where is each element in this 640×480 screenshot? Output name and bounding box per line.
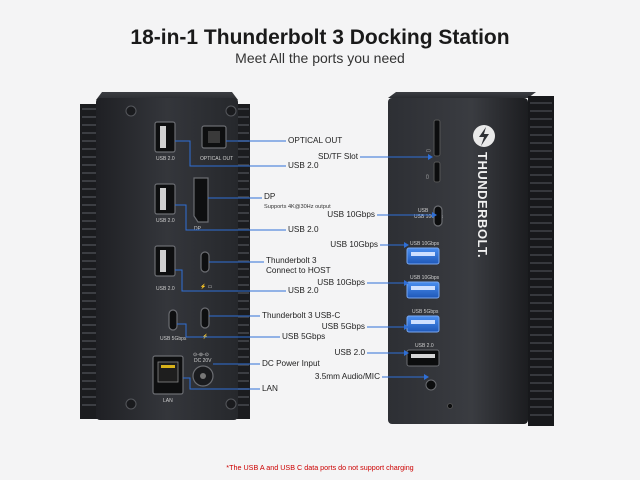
back-print-usb20-3: USB 2.0 (156, 286, 175, 292)
svg-text:⚡ ▭: ⚡ ▭ (200, 283, 213, 290)
footnote: *The USB A and USB C data ports do not s… (226, 463, 414, 472)
label-usbc-10g: USB 10Gbps (327, 210, 375, 219)
page-subtitle: Meet All the ports you need (235, 50, 405, 66)
svg-text:▯: ▯ (426, 174, 429, 180)
label-usb20-3: USB 2.0 (288, 286, 319, 295)
svg-text:⊙-⊚-⊙: ⊙-⊚-⊙ (193, 352, 209, 358)
label-sd-tf: SD/TF Slot (317, 152, 358, 161)
back-unit: USB 2.0 OPTICAL OUT USB 2.0 DP USB 2.0 ⚡… (80, 92, 250, 420)
svg-text:▭: ▭ (426, 148, 431, 154)
front-print-usb5: USB 5Gbps (412, 309, 439, 315)
label-dp: DP (264, 192, 276, 201)
front-unit: ▭ ▯ THUNDERBOLT. USB USB 10Gbps USB 10Gb… (388, 92, 554, 426)
back-print-usb5: USB 5Gbps (160, 336, 187, 342)
callout-lines (175, 140, 432, 390)
label-usb20-2: USB 2.0 (288, 225, 319, 234)
label-usb5-c: USB 5Gbps (282, 332, 326, 341)
label-tb3-usbc: Thunderbolt 3 USB-C (262, 311, 341, 320)
label-usba-10g-1: USB 10Gbps (330, 240, 378, 249)
label-usba-10g-2: USB 10Gbps (317, 278, 365, 287)
back-print-dp: DP (194, 226, 202, 232)
label-lan: LAN (262, 384, 278, 393)
back-print-usb20-1: USB 2.0 (156, 156, 175, 162)
label-optical-out: OPTICAL OUT (288, 136, 343, 145)
back-print-dc: DC 20V (194, 358, 212, 364)
svg-text:USB: USB (418, 208, 429, 214)
front-print-usb10-1: USB 10Gbps (410, 241, 440, 247)
front-print-usb10-c: USB 10Gbps (414, 214, 444, 220)
page-title: 18-in-1 Thunderbolt 3 Docking Station (130, 26, 510, 49)
callout-arrows (404, 154, 437, 380)
label-usb20-1: USB 2.0 (288, 161, 319, 170)
front-print-usb10-2: USB 10Gbps (410, 275, 440, 281)
front-print-usb20: USB 2.0 (415, 343, 434, 349)
front-brand-print: THUNDERBOLT. (475, 152, 490, 258)
label-usba-5g: USB 5Gbps (321, 322, 365, 331)
back-print-lan: LAN (163, 398, 173, 404)
label-usba-20: USB 2.0 (334, 348, 366, 357)
label-audio: 3.5mm Audio/MIC (314, 372, 380, 381)
back-print-usb20-2: USB 2.0 (156, 218, 175, 224)
label-dc-power: DC Power Input (262, 359, 320, 368)
label-tb3-host: Thunderbolt 3 Connect to HOST (266, 256, 331, 275)
back-print-optical: OPTICAL OUT (200, 156, 233, 162)
label-dp-note: Supports 4K@30Hz output (264, 204, 331, 210)
